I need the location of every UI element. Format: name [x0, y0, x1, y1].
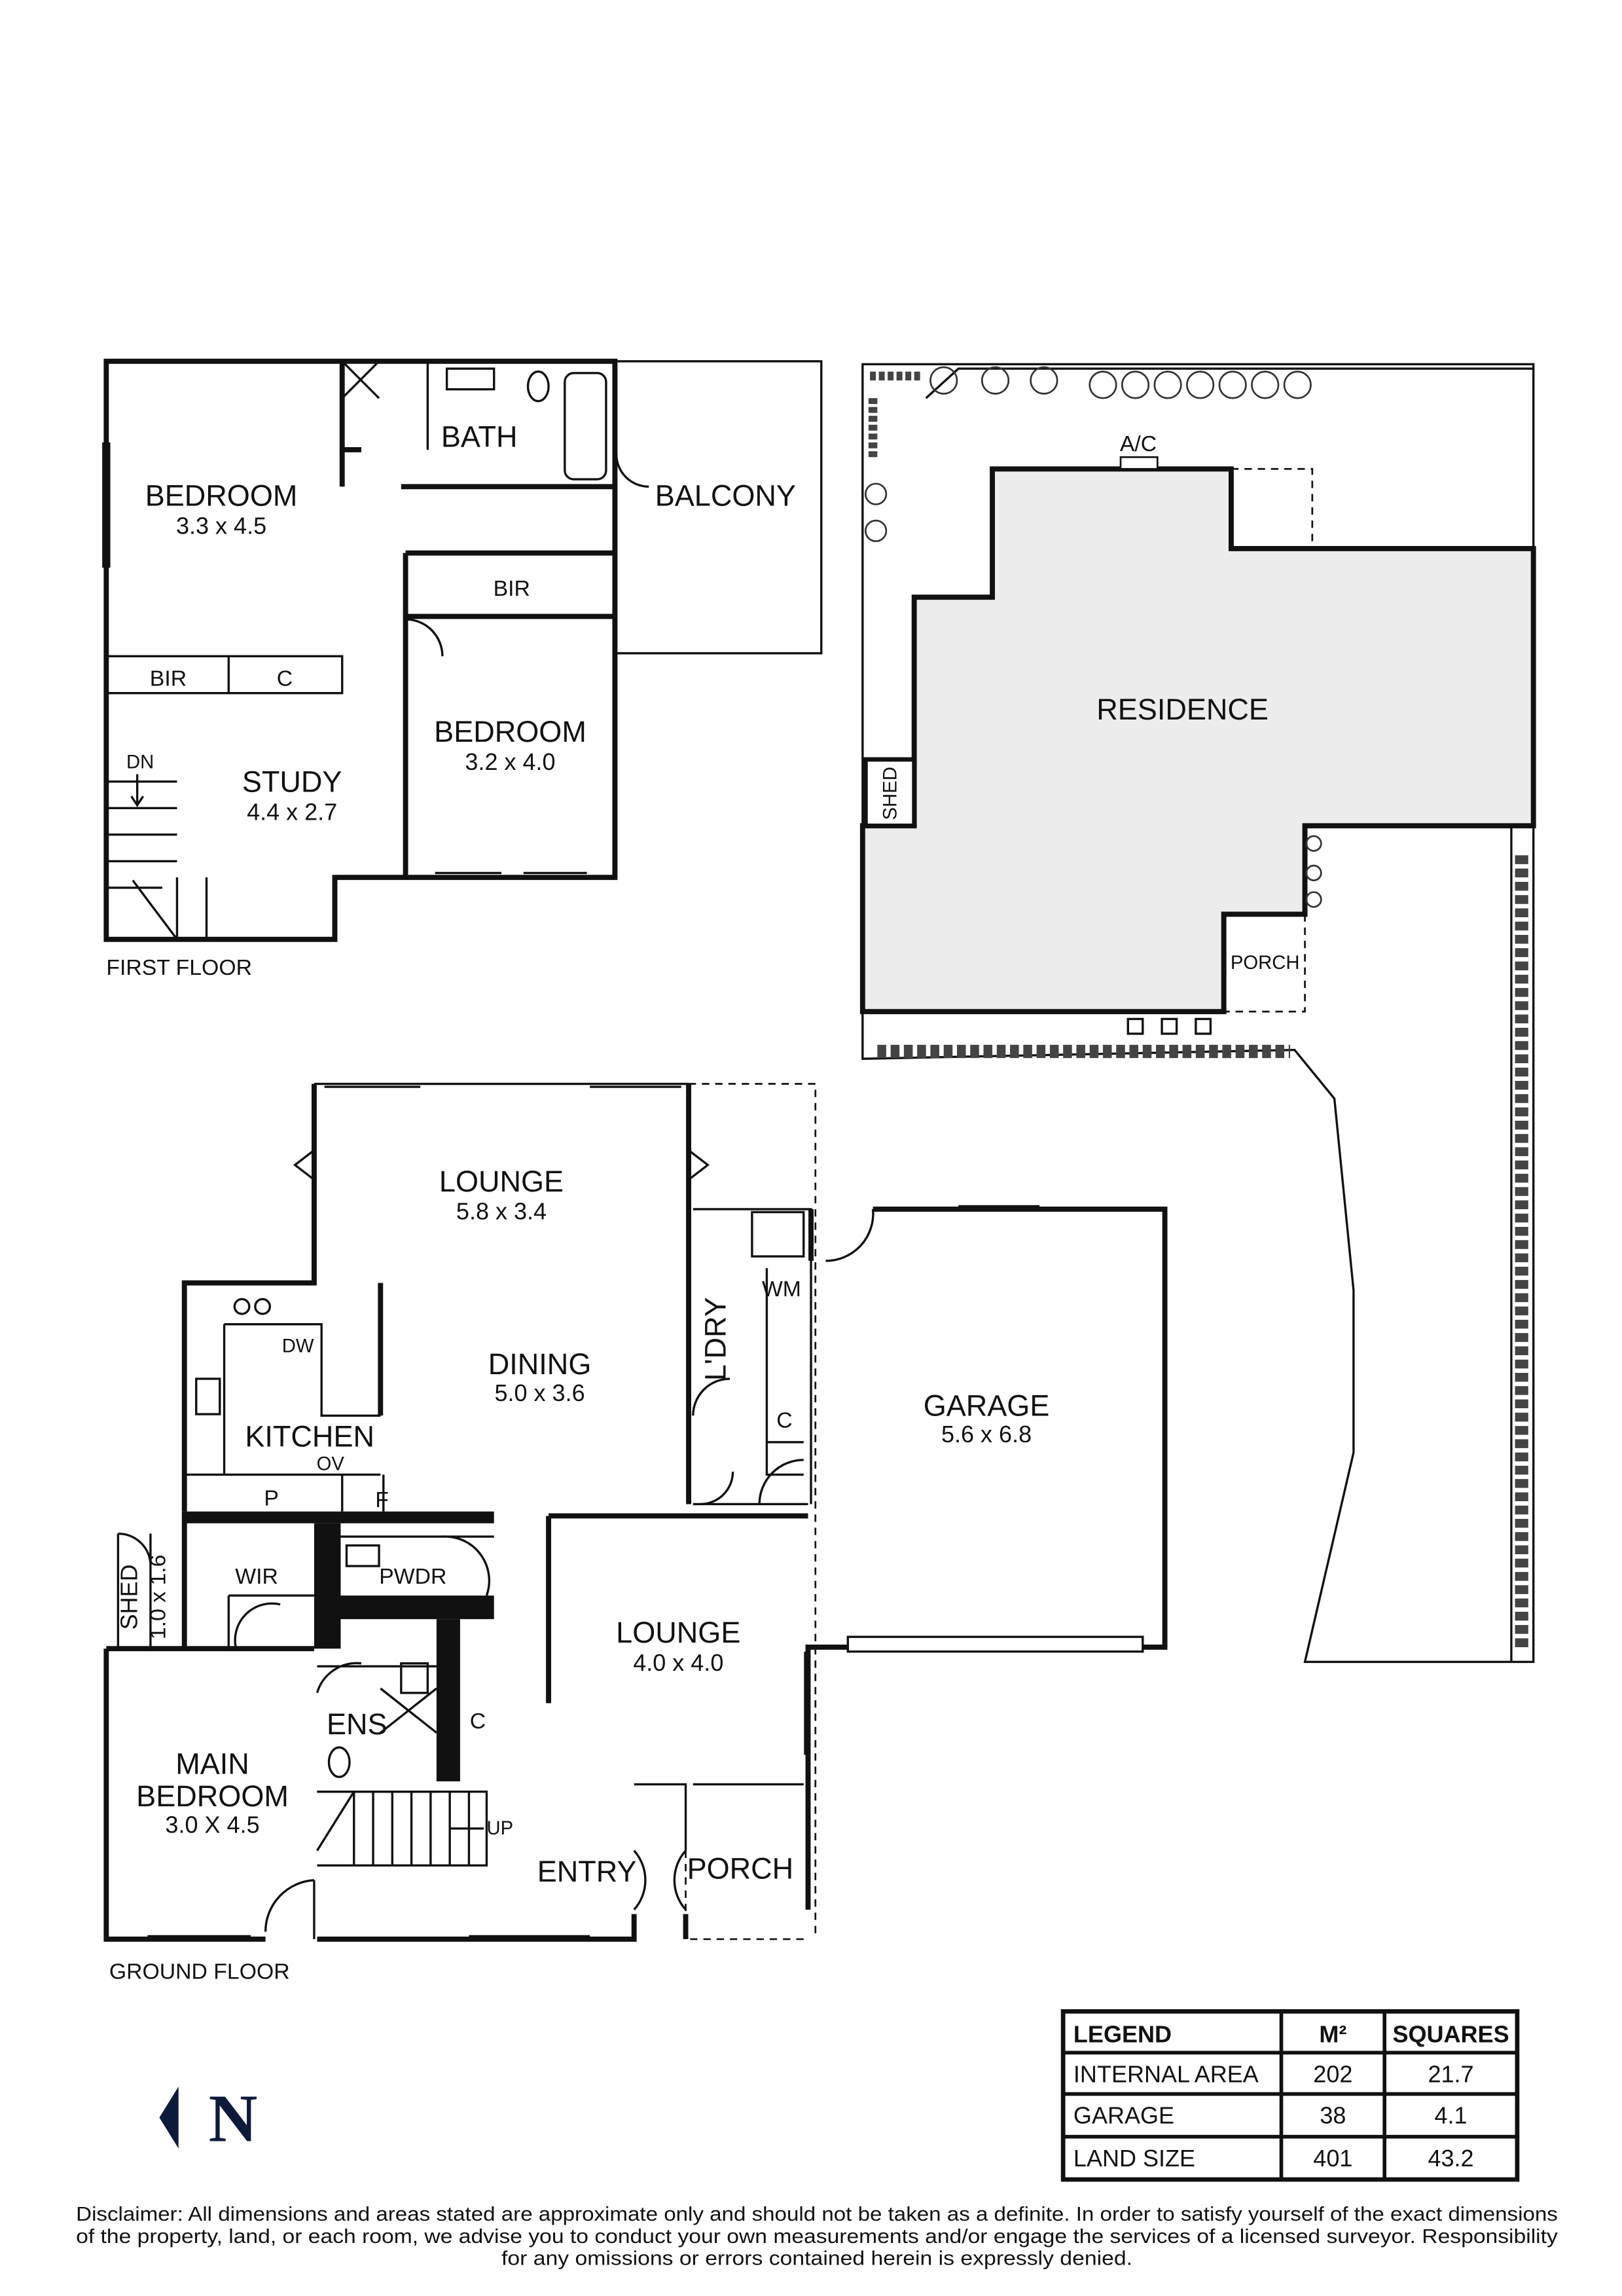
hedge — [864, 366, 1322, 908]
vanity — [445, 367, 496, 391]
legend-header: LEGEND — [1073, 2021, 1172, 2048]
room-dims: 3.2 x 4.0 — [465, 748, 555, 775]
washing-machine-label: WM — [762, 1277, 801, 1302]
room-dims: 3.3 x 4.5 — [176, 512, 266, 539]
bathtub — [564, 372, 607, 481]
legend-cell: LAND SIZE — [1073, 2145, 1195, 2172]
room-dims: 5.8 x 3.4 — [456, 1198, 547, 1225]
ac-label: A/C — [1120, 431, 1157, 456]
balcony-outline — [613, 360, 823, 655]
room-dims: 4.4 x 2.7 — [247, 798, 337, 825]
room-name: BEDROOM — [434, 715, 586, 748]
residence-label: RESIDENCE — [1096, 693, 1269, 726]
ground-floor-label: GROUND FLOOR — [109, 1959, 290, 1984]
legend-cell: 21.7 — [1428, 2060, 1473, 2087]
fridge-label: F — [375, 1487, 389, 1512]
room-name: WIR — [235, 1564, 278, 1589]
legend-table: LEGEND M² SQUARES INTERNAL AREA 202 21.7… — [1060, 2009, 1520, 2182]
first-floor-label: FIRST FLOOR — [106, 955, 252, 980]
room-name: LOUNGE — [616, 1616, 740, 1649]
room-dims: 5.6 x 6.8 — [941, 1421, 1032, 1448]
legend-cell: 202 — [1313, 2060, 1352, 2087]
room-name: BIR — [150, 666, 187, 691]
legend-cell: GARAGE — [1073, 2102, 1174, 2128]
legend-cell: 401 — [1313, 2145, 1352, 2172]
room-name: SHED — [116, 1564, 143, 1630]
north-label: N — [209, 2081, 258, 2156]
cupboard-label: C — [470, 1709, 486, 1734]
room-dims: 1.0 x 1.6 — [145, 1555, 170, 1640]
first-floor-plan: BEDROOM 3.3 x 4.5 BATH BALCONY BIR BIR C… — [102, 358, 823, 980]
room-name: GARAGE — [924, 1389, 1050, 1422]
legend-cell: INTERNAL AREA — [1073, 2060, 1259, 2087]
room-name: BATH — [441, 420, 518, 453]
room-name: C — [277, 666, 293, 691]
room-name: ENTRY — [537, 1855, 637, 1888]
room-name: BEDROOM — [136, 1779, 289, 1813]
site-plan: RESIDENCE A/C SHED PORCH — [859, 363, 1536, 1664]
room-name: ENS — [327, 1707, 387, 1741]
disclaimer: Disclaimer: All dimensions and areas sta… — [76, 2203, 1559, 2270]
room-name: BIR — [494, 576, 530, 601]
oven-label: OV — [317, 1453, 345, 1475]
shed-label: SHED — [880, 767, 901, 820]
room-name: LOUNGE — [439, 1165, 564, 1198]
room-dims: 5.0 x 3.6 — [494, 1379, 585, 1406]
dishwasher-label: DW — [282, 1335, 314, 1357]
ac-unit — [1119, 456, 1159, 470]
legend-cell: 43.2 — [1428, 2145, 1473, 2172]
pantry-label: P — [264, 1486, 279, 1511]
room-dims: 3.0 X 4.5 — [165, 1812, 259, 1838]
disclaimer-line: of the property, land, or each room, we … — [76, 2225, 1559, 2248]
legend-cell: 4.1 — [1435, 2102, 1468, 2128]
room-dims: 4.0 x 4.0 — [633, 1649, 723, 1676]
legend-header: M² — [1319, 2021, 1346, 2048]
ground-floor-plan: LOUNGE 5.8 x 3.4 DINING 5.0 x 3.6 KITCHE… — [103, 1082, 1168, 1984]
room-name: PWDR — [379, 1564, 446, 1589]
cupboard-label: C — [776, 1408, 792, 1432]
room-name: PORCH — [687, 1852, 794, 1886]
room-name: MAIN — [175, 1747, 249, 1781]
residence-footprint — [859, 466, 1536, 1015]
north-arrow-icon: N — [159, 2081, 257, 2156]
shed — [863, 757, 917, 828]
disclaimer-line: Disclaimer: All dimensions and areas sta… — [76, 2203, 1558, 2225]
legend-cell: 38 — [1320, 2102, 1346, 2128]
toilet — [526, 370, 550, 403]
room-name: L'DRY — [698, 1297, 732, 1381]
legend-header: SQUARES — [1392, 2021, 1509, 2048]
room-name: DINING — [488, 1347, 592, 1381]
disclaimer-line: for any omissions or errors contained he… — [501, 2248, 1132, 2270]
room-name: KITCHEN — [245, 1420, 374, 1453]
stairs-up-label: UP — [486, 1817, 513, 1839]
room-name: BEDROOM — [145, 479, 298, 513]
stairs-down-label: DN — [126, 752, 154, 773]
porch-label: PORCH — [1231, 952, 1300, 974]
room-name: BALCONY — [655, 479, 796, 513]
room-name: STUDY — [242, 765, 342, 799]
